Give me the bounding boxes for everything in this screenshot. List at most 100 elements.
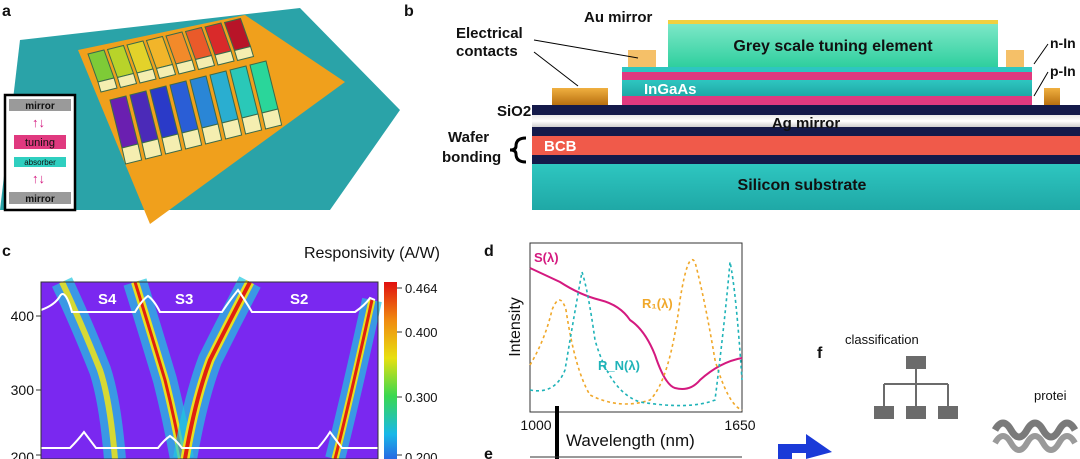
protein-label: protei	[1034, 388, 1067, 403]
contact-pad-left	[552, 88, 608, 105]
panel-c-letter: c	[2, 243, 11, 260]
series-label-s: S(λ)	[534, 250, 559, 265]
colorbar-tick-0200: 0.200	[405, 450, 438, 459]
wafer-bonding-brace	[509, 136, 527, 164]
classification-label: classification	[845, 332, 919, 347]
row1-pad-5	[175, 59, 196, 75]
band-s4	[59, 280, 118, 459]
row2-pad-6	[221, 118, 243, 140]
ingaas-layer	[622, 80, 1032, 96]
silicon-label: Silicon substrate	[738, 177, 867, 194]
panel-a-letter: a	[2, 3, 11, 20]
inset-bottom-mirror-label: mirror	[25, 194, 55, 205]
series-rn-lambda	[529, 261, 743, 407]
contact-pad-top-right	[1006, 50, 1024, 67]
electrical-contacts-label-2: contacts	[456, 43, 518, 60]
map-frame	[40, 281, 379, 459]
row1-pad-3	[136, 68, 157, 84]
row1-pad-6	[194, 54, 216, 71]
x-max-label: 1650	[724, 417, 755, 433]
n-in-leader	[1033, 43, 1049, 65]
panel-a-row2	[109, 60, 283, 165]
panel-d-spectra: S(λ) R₁(λ) R_N(λ)	[529, 242, 743, 413]
bottom-dark-layer	[532, 155, 1080, 164]
row2-pad-2	[141, 138, 163, 160]
band-s2-core	[183, 281, 252, 459]
responsivity-title: Responsivity (A/W)	[304, 245, 440, 262]
responsivity-map: S4 S3 S2	[40, 276, 382, 459]
inset-bottom-mirror	[9, 192, 71, 204]
contacts-leader-2	[533, 51, 579, 87]
panel-b-stack	[532, 20, 1080, 210]
panel-b-letter: b	[404, 3, 414, 20]
panel-c-y-axis: 400 300 200	[11, 308, 41, 459]
colorbar-gradient	[384, 282, 397, 459]
sio2-label: SiO2	[497, 103, 531, 120]
series-r1-lambda	[529, 259, 743, 411]
mid-dark-layer	[532, 127, 1080, 136]
row2-pad-8	[261, 108, 283, 130]
divider-bar	[555, 406, 559, 459]
y-tick-label-200: 200	[11, 449, 35, 459]
intensity-axis-label: Intensity	[507, 297, 524, 357]
sample-label-s2: S2	[290, 291, 308, 308]
classification-tree-icon	[874, 356, 958, 419]
panel-a-device-illustration	[0, 8, 400, 224]
inset-absorber-label: absorber	[24, 158, 56, 167]
row1-pad-1	[97, 77, 118, 93]
row2-pad-4	[181, 128, 203, 150]
inset-top-mirror-label: mirror	[25, 101, 55, 112]
series-s-lambda	[529, 267, 743, 390]
row1-pad-7	[214, 50, 235, 66]
sio2-layer	[532, 105, 1080, 115]
series-label-rn: R_N(λ)	[598, 358, 640, 373]
panel-a-inset: mirror ↑↓ tuning absorber ↑↓ mirror	[3, 93, 77, 212]
ag-mirror-label: Ag mirror	[772, 115, 841, 132]
au-mirror-layer	[668, 20, 998, 24]
inset-absorber-box	[14, 157, 66, 167]
colorbar-tick-0400: 0.400	[405, 325, 438, 340]
row1-pad-4	[155, 63, 177, 80]
row1-pad-8	[233, 45, 255, 62]
contact-pad-right	[1044, 88, 1060, 105]
sample-label-s3: S3	[175, 291, 193, 308]
p-in-leader	[1033, 71, 1049, 97]
row2-pad-1	[121, 143, 143, 165]
panel-e-letter: e	[484, 446, 493, 459]
ingaas-label: InGaAs	[644, 81, 697, 98]
inset-up-arrow: ↑↓	[32, 115, 45, 130]
band-s3-core	[133, 281, 184, 459]
bcb-label: BCB	[544, 138, 577, 155]
grey-scale-label: Grey scale tuning element	[733, 38, 933, 55]
row2-pad-7	[241, 113, 263, 135]
wafer-bonding-label-2: bonding	[442, 149, 501, 166]
colorbar-tick-0464: 0.464	[405, 281, 438, 296]
inset-down-arrow: ↑↓	[32, 171, 45, 186]
row1-pad-2	[116, 72, 138, 89]
filter-curve-top	[40, 288, 376, 313]
filter-curve-bottom	[41, 430, 378, 449]
inset-tuning-label: tuning	[25, 137, 55, 149]
panel-f-letter: f	[817, 345, 823, 362]
protein-helix-icon	[991, 419, 1079, 453]
ag-mirror-layer	[532, 115, 1080, 127]
p-in-layer	[622, 96, 1032, 105]
colorbar-tick-0300: 0.300	[405, 390, 438, 405]
y-tick-label-300: 300	[11, 382, 35, 398]
electrical-contacts-label-1: Electrical	[456, 25, 523, 42]
y-tick-label-400: 400	[11, 308, 35, 324]
p-in-label: p-In	[1050, 63, 1076, 79]
panel-a-row1	[87, 17, 255, 93]
n-in-layer	[622, 72, 1032, 80]
inset-top-mirror	[9, 99, 71, 111]
au-mirror-label: Au mirror	[584, 9, 653, 26]
sample-label-s4: S4	[98, 291, 117, 308]
n-in-label: n-In	[1050, 35, 1076, 51]
wavelength-axis-label: Wavelength (nm)	[566, 431, 695, 450]
x-min-label: 1000	[520, 417, 551, 433]
series-label-r1: R₁(λ)	[642, 296, 673, 311]
bcb-layer	[532, 136, 1080, 155]
contacts-leader-1	[533, 39, 639, 59]
panel-b-labels: Au mirror Electrical contacts Grey scale…	[442, 9, 1076, 194]
